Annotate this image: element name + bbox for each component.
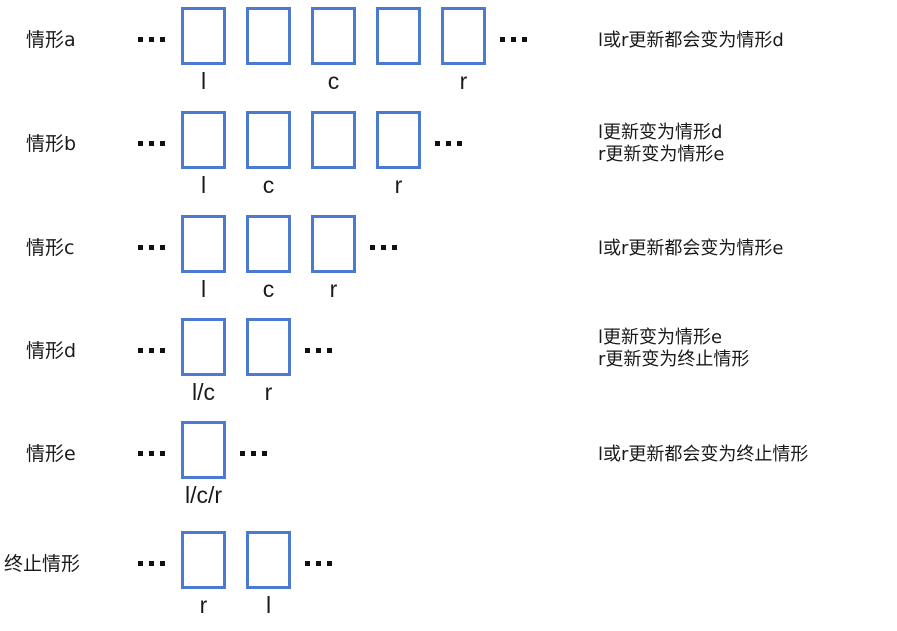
ellipsis-dot [149, 37, 154, 42]
pointer-label: l [265, 592, 272, 618]
case-label: 终止情形 [4, 553, 81, 575]
pointer-label: l/c/r [184, 482, 223, 508]
ellipsis-left [138, 451, 166, 457]
ellipsis-right [240, 451, 268, 457]
array-cell [246, 531, 291, 589]
ellipsis-dot [457, 141, 462, 146]
case-row-end: 终止情形 r l [0, 531, 897, 631]
ellipsis-dot [305, 348, 310, 353]
ellipsis-dot [446, 141, 451, 146]
array-cell [181, 531, 226, 589]
ellipsis-right [305, 348, 333, 354]
ellipsis-dot [149, 245, 154, 250]
ellipsis-right [435, 141, 463, 147]
pointer-label: c [262, 172, 275, 198]
ellipsis-dot [149, 348, 154, 353]
transition-description: r更新变为终止情形 [598, 349, 750, 370]
ellipsis-dot [138, 37, 143, 42]
case-label: 情形d [26, 340, 77, 362]
ellipsis-dot [262, 451, 267, 456]
ellipsis-dot [138, 561, 143, 566]
ellipsis-dot [316, 348, 321, 353]
ellipsis-dot [435, 141, 440, 146]
transition-description: l或r更新都会变为终止情形 [598, 444, 809, 465]
ellipsis-dot [138, 245, 143, 250]
array-cell [181, 111, 226, 169]
array-cell [181, 318, 226, 376]
case-row-e: 情形e l/c/r l或r更新都会变为终止情形 [0, 421, 897, 521]
ellipsis-dot [149, 561, 154, 566]
array-cell [311, 111, 356, 169]
ellipsis-dot [327, 561, 332, 566]
pointer-label: r [199, 592, 208, 618]
array-cell [246, 215, 291, 273]
pointer-label: l [200, 68, 207, 94]
case-label: 情形a [26, 29, 76, 51]
pointer-label: l/c [192, 379, 215, 405]
transition-description: l或r更新都会变为情形d [598, 30, 784, 51]
ellipsis-right [305, 561, 333, 567]
pointer-label: r [394, 172, 403, 198]
array-cell [311, 215, 356, 273]
transition-description: l更新变为情形e [598, 327, 723, 348]
ellipsis-left [138, 37, 166, 43]
ellipsis-left [138, 245, 166, 251]
case-row-c: 情形c l c r l或r更新都会变为情形e [0, 215, 897, 315]
pointer-label: r [264, 379, 273, 405]
ellipsis-dot [305, 561, 310, 566]
ellipsis-dot [138, 451, 143, 456]
array-cell [246, 7, 291, 65]
array-cell [181, 7, 226, 65]
pointer-label: c [262, 276, 275, 302]
array-cell [181, 215, 226, 273]
ellipsis-dot [370, 245, 375, 250]
array-cell [376, 111, 421, 169]
ellipsis-dot [160, 451, 165, 456]
pointer-label: l [200, 276, 207, 302]
ellipsis-dot [240, 451, 245, 456]
ellipsis-dot [160, 141, 165, 146]
pointer-label: c [327, 68, 340, 94]
transition-description: l或r更新都会变为情形e [598, 238, 784, 259]
ellipsis-left [138, 348, 166, 354]
ellipsis-dot [327, 348, 332, 353]
array-cell [246, 111, 291, 169]
ellipsis-left [138, 141, 166, 147]
case-label: 情形c [26, 237, 75, 259]
transition-description: r更新变为情形e [598, 144, 725, 165]
ellipsis-dot [392, 245, 397, 250]
case-label: 情形b [26, 133, 77, 155]
array-cell [311, 7, 356, 65]
case-label: 情形e [26, 443, 76, 465]
case-row-a: 情形a l c r l或r更新都会变为情形d [0, 7, 897, 107]
ellipsis-dot [138, 348, 143, 353]
ellipsis-dot [160, 348, 165, 353]
array-cell [376, 7, 421, 65]
ellipsis-dot [149, 141, 154, 146]
array-cell [441, 7, 486, 65]
ellipsis-right [370, 245, 398, 251]
pointer-label: r [329, 276, 338, 302]
ellipsis-dot [522, 37, 527, 42]
pointer-label: r [459, 68, 468, 94]
ellipsis-dot [149, 451, 154, 456]
ellipsis-dot [500, 37, 505, 42]
ellipsis-dot [160, 561, 165, 566]
ellipsis-dot [251, 451, 256, 456]
ellipsis-dot [511, 37, 516, 42]
ellipsis-dot [381, 245, 386, 250]
ellipsis-dot [138, 141, 143, 146]
array-cell [181, 421, 226, 479]
ellipsis-dot [316, 561, 321, 566]
ellipsis-dot [160, 245, 165, 250]
ellipsis-dot [160, 37, 165, 42]
array-cell [246, 318, 291, 376]
ellipsis-right [500, 37, 528, 43]
transition-description: l更新变为情形d [598, 122, 723, 143]
ellipsis-left [138, 561, 166, 567]
pointer-label: l [200, 172, 207, 198]
